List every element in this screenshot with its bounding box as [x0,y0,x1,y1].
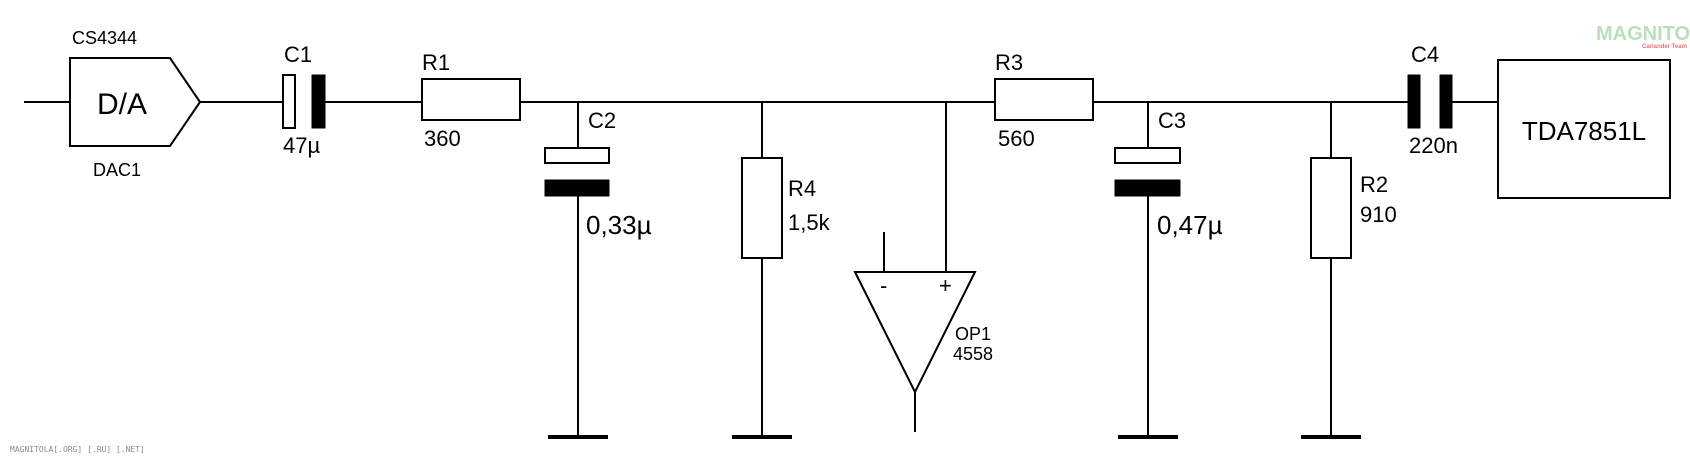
op1-model-label: 4558 [953,344,993,364]
c4-plate-right [1439,74,1453,129]
r3-value-label: 560 [998,126,1035,151]
op1-symbol [853,271,977,395]
c1-value-label: 47µ [283,133,320,158]
amplifier-block: TDA7851L [1497,59,1671,199]
watermark-logo: MAGNITOLA Carlander Team [1596,23,1690,50]
c1-plate-hollow [282,74,296,129]
footer-watermark: MAGNITOLA[.ORG] [.RU] [.NET] [10,445,145,454]
dac-name-label: DAC1 [93,160,141,180]
dac-symbol [69,57,202,147]
c2-plate-hollow [544,147,610,164]
op1-minus-label: - [880,273,887,298]
op1-ref-label: OP1 [955,324,991,344]
r3-body [994,78,1094,121]
c4-value-label: 220n [1409,133,1458,158]
resistor-r2: R2 910 [1301,102,1397,439]
watermark-logo-text: MAGNITOLA [1596,23,1690,45]
c2-plate-filled [544,179,610,197]
r1-ref-label: R1 [422,50,450,75]
resistor-r4: R4 1,5k [732,102,831,439]
dac-chip-label: CS4344 [72,28,137,48]
c3-plate-filled [1114,179,1181,197]
r2-value-label: 910 [1360,202,1397,227]
r2-ref-label: R2 [1360,172,1388,197]
capacitor-c2: C2 0,33µ [544,102,652,439]
r4-body [741,157,783,259]
r4-ref-label: R4 [788,176,816,201]
resistor-r1: R1 360 [421,50,521,151]
r1-value-label: 360 [424,126,461,151]
r2-body [1310,157,1352,259]
amplifier-name-label: TDA7851L [1522,116,1646,146]
c2-ref-label: C2 [588,108,616,133]
c3-value-label: 0,47µ [1157,210,1223,240]
amplifier-box [1497,59,1671,199]
c1-plate-filled [311,74,326,129]
watermark-subtitle: Carlander Team [1642,44,1687,50]
r1-body [421,78,521,121]
c4-plate-left [1407,74,1421,129]
r3-ref-label: R3 [995,50,1023,75]
capacitor-c3: C3 0,47µ [1114,102,1223,439]
dac-block: D/A CS4344 DAC1 [69,28,202,180]
capacitor-c4: C4 220n [1407,42,1458,158]
c3-plate-hollow [1114,147,1181,164]
c4-ref-label: C4 [1411,42,1439,67]
c2-value-label: 0,33µ [586,210,652,240]
capacitor-c1: C1 47µ [282,42,326,158]
c3-ref-label: C3 [1158,108,1186,133]
c1-ref-label: C1 [284,42,312,67]
dac-symbol-label: D/A [97,88,147,121]
resistor-r3: R3 560 [994,50,1094,151]
r4-value-label: 1,5k [788,210,831,235]
op1-plus-label: + [939,273,952,298]
opamp-op1: - + OP1 4558 [853,102,993,432]
